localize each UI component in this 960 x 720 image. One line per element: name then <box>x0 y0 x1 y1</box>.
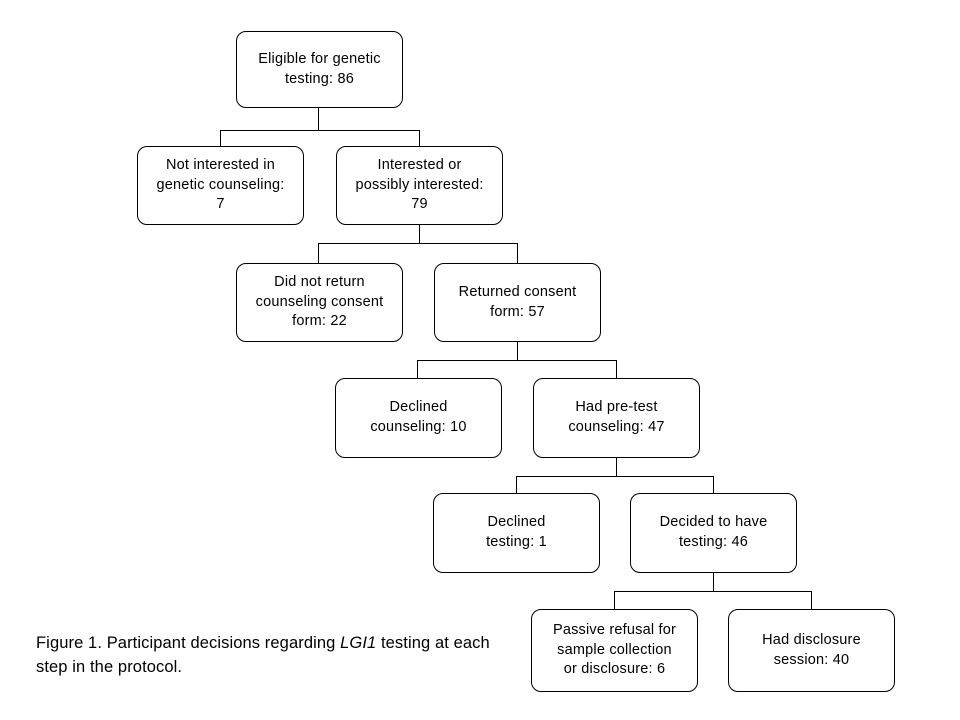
connector-level2-horizontal <box>318 243 518 245</box>
connector-to-interested <box>419 130 421 146</box>
connector-to-had-disclosure <box>811 591 813 609</box>
connector-eligible-down <box>318 108 320 130</box>
node-eligible[interactable]: Eligible for genetic testing: 86 <box>236 31 403 108</box>
connector-had-pretest-down <box>616 458 618 476</box>
node-decided-to-have-testing[interactable]: Decided to have testing: 46 <box>630 493 797 573</box>
connector-level1-horizontal <box>220 130 420 132</box>
figure-caption: Figure 1. Participant decisions regardin… <box>36 632 506 680</box>
caption-text-italic: LGI1 <box>340 634 377 652</box>
node-interested-or-possibly[interactable]: Interested or possibly interested: 79 <box>336 146 503 225</box>
connector-interested-down <box>419 225 421 243</box>
connector-to-declined-testing <box>516 476 518 493</box>
node-had-pretest-counseling[interactable]: Had pre-test counseling: 47 <box>533 378 700 458</box>
node-had-disclosure[interactable]: Had disclosure session: 40 <box>728 609 895 692</box>
connector-to-no-return-consent <box>318 243 320 263</box>
connector-to-returned-consent <box>517 243 519 263</box>
node-not-interested-counseling[interactable]: Not interested in genetic counseling: 7 <box>137 146 304 225</box>
connector-level5-horizontal <box>614 591 812 593</box>
connector-to-decided-testing <box>713 476 715 493</box>
connector-to-declined-counseling <box>417 360 419 378</box>
node-declined-counseling[interactable]: Declined counseling: 10 <box>335 378 502 458</box>
connector-to-not-interested <box>220 130 222 146</box>
caption-text-part1: Figure 1. Participant decisions regardin… <box>36 634 341 652</box>
caption-text-part2: testing at each step in the protocol. <box>36 634 490 676</box>
connector-level3-horizontal <box>417 360 617 362</box>
node-no-return-consent[interactable]: Did not return counseling consent form: … <box>236 263 403 342</box>
connector-returned-consent-down <box>517 342 519 360</box>
connector-to-passive-refusal <box>614 591 616 609</box>
connector-to-had-pretest <box>616 360 618 378</box>
node-passive-refusal[interactable]: Passive refusal for sample collection or… <box>531 609 698 692</box>
node-declined-testing[interactable]: Declined testing: 1 <box>433 493 600 573</box>
connector-level4-horizontal <box>516 476 714 478</box>
node-returned-consent[interactable]: Returned consent form: 57 <box>434 263 601 342</box>
connector-decided-testing-down <box>713 573 715 591</box>
